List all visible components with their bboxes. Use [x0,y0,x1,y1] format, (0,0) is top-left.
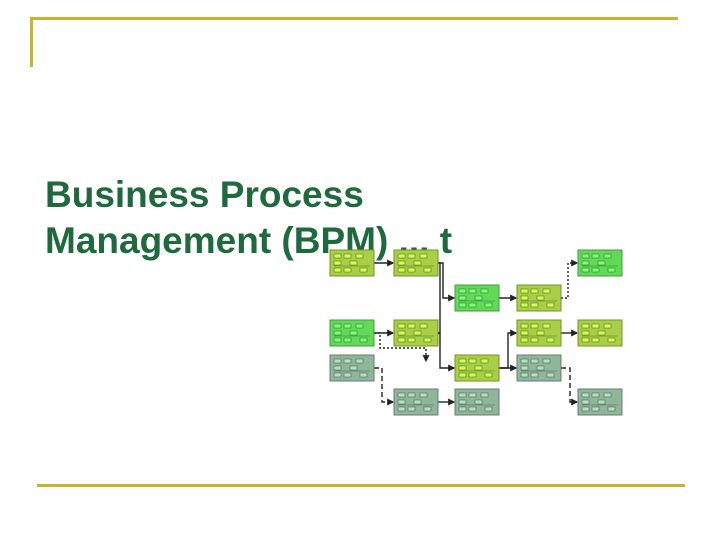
flow-connector [499,329,518,369]
process-node [516,354,562,382]
process-node [577,249,623,277]
flow-connector [374,367,395,406]
flow-connector [374,332,430,363]
process-node [454,284,500,312]
process-node [577,388,623,416]
process-node [393,319,439,347]
process-node [329,319,375,347]
process-node [454,354,500,382]
process-node [516,319,562,347]
process-node [329,249,375,277]
top-rule [30,17,678,20]
flow-connector [561,367,579,406]
flow-connector [438,262,456,372]
process-node [393,249,439,277]
slide-title-line-1: Business Process [45,174,364,215]
process-node [577,319,623,347]
bottom-rule [37,484,685,487]
process-node [393,388,439,416]
slide-title-line-2: Management (BPM) ... t [45,220,453,261]
process-node [454,388,500,416]
process-node [329,354,375,382]
left-rule [30,17,33,67]
process-node [516,284,562,312]
flow-connector [561,259,579,299]
slide-title: Business Process Management (BPM) ... t [45,172,645,264]
process-flow-diagram [329,249,623,416]
